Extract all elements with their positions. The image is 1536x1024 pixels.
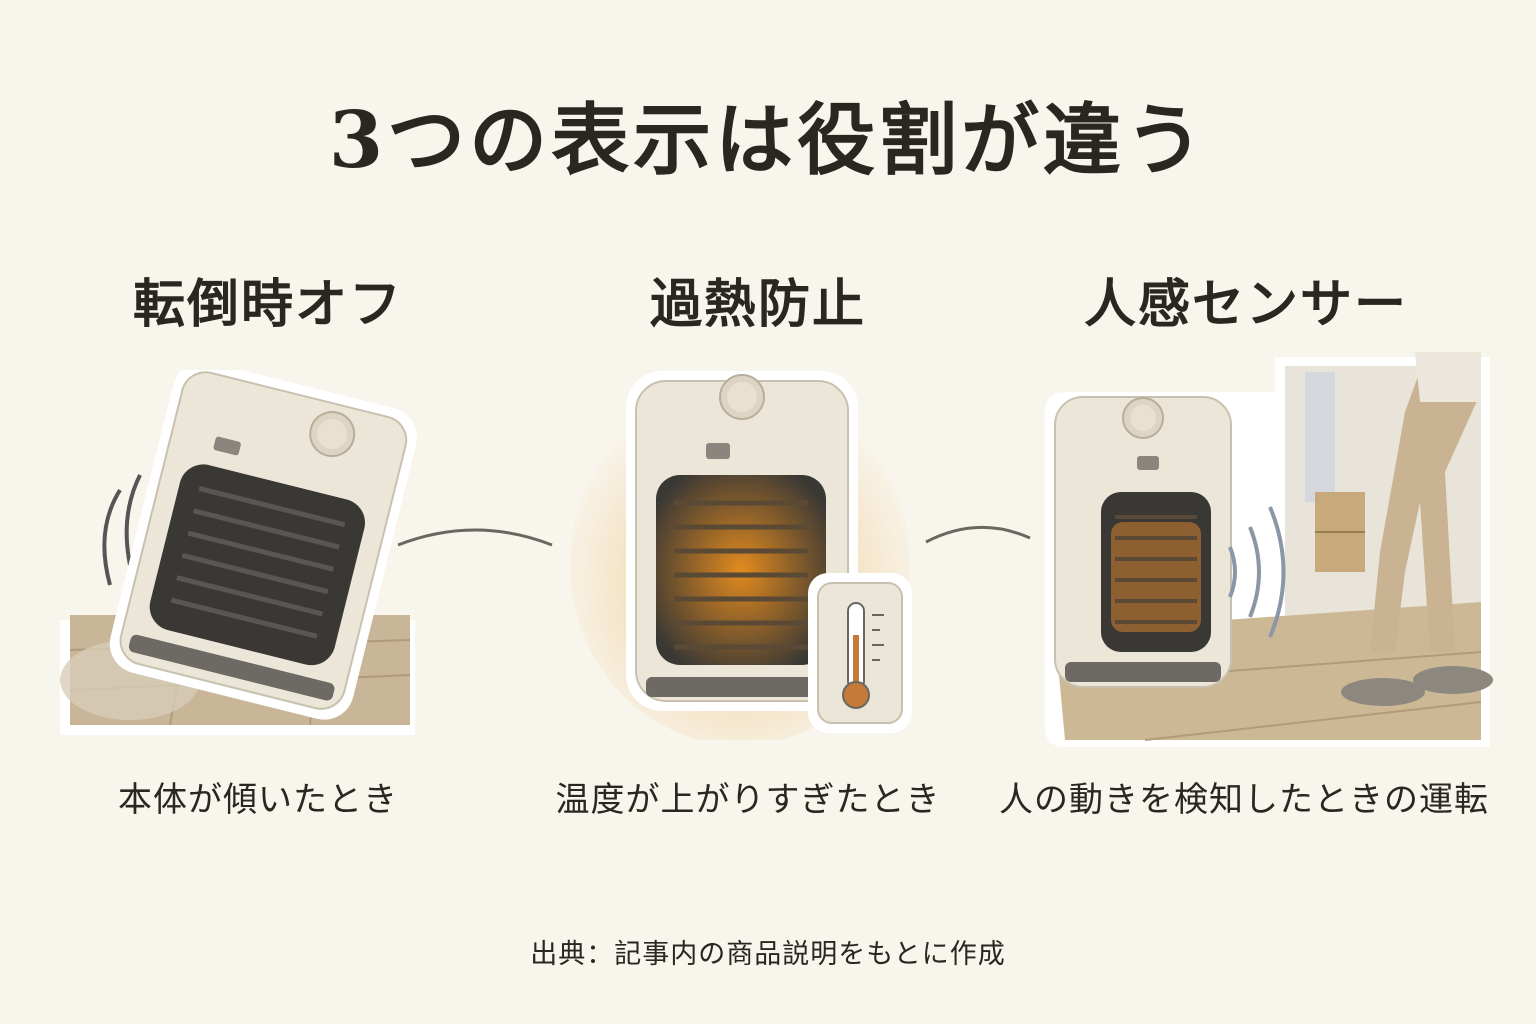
tilted-heater-icon: [60, 370, 418, 735]
glowing-heater-thermometer-icon: [570, 371, 912, 740]
page-title: 3つの表示は役割が違う: [328, 95, 1208, 186]
description-motion-sensor: 人の動きを検知したときの運転: [999, 780, 1489, 820]
heading-motion-sensor: 人感センサー: [1083, 274, 1408, 335]
heater-motion-sensor-icon: [1045, 352, 1493, 747]
source-note: 出典：記事内の商品説明をもとに作成: [530, 939, 1006, 970]
description-overheat-protection: 温度が上がりすぎたとき: [555, 780, 941, 820]
description-tip-over-off: 本体が傾いたとき: [118, 780, 398, 820]
heading-overheat-protection: 過熱防止: [649, 274, 866, 335]
heading-tip-over-off: 転倒時オフ: [132, 274, 403, 335]
